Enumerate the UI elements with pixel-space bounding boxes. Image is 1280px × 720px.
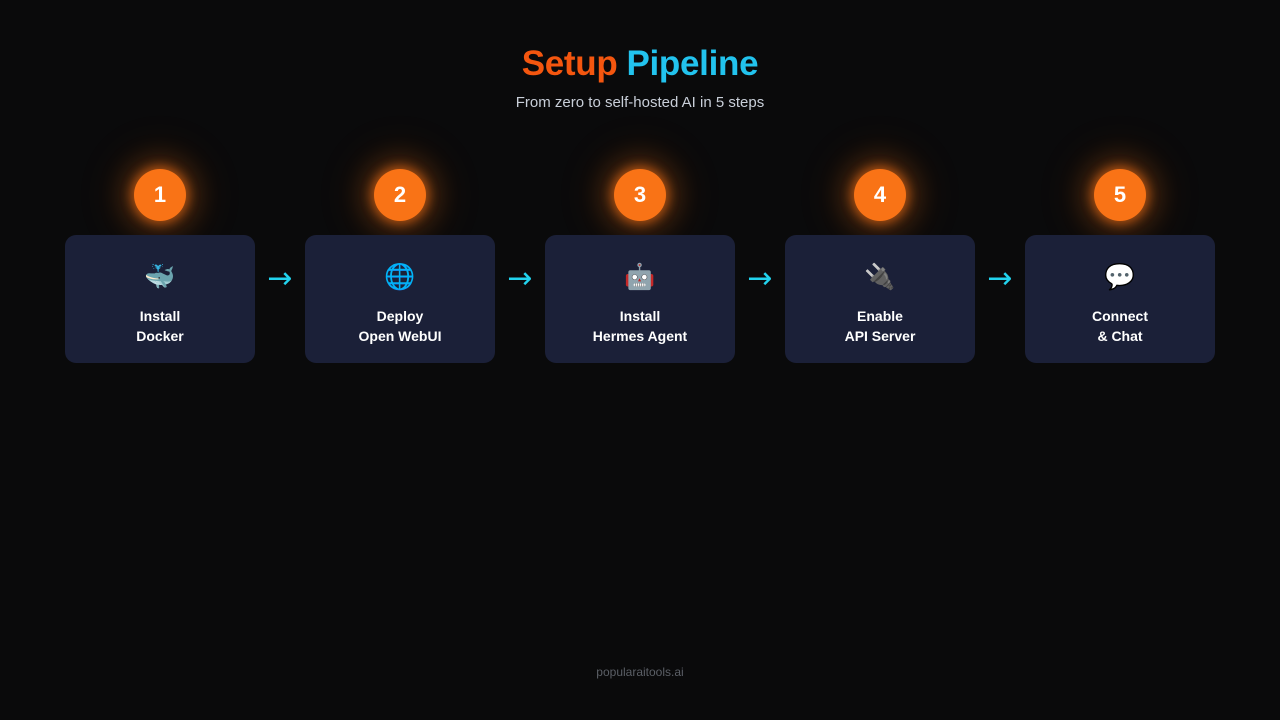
pipeline-step-5[interactable]: 5 💬 Connect & Chat [1025,169,1215,363]
footer-attribution: popularaitools.ai [596,665,684,679]
pipeline-arrow-1: → [267,261,293,296]
pipeline-step-4[interactable]: 4 🔌 Enable API Server [785,169,975,363]
step-badge-wrap-5: 5 [1025,169,1215,221]
step-number-badge-2: 2 [374,169,426,221]
whale-icon: 🐳 [144,262,176,291]
step-badge-wrap-1: 1 [65,169,255,221]
page-title-part-1: Setup [521,44,618,83]
plug-icon: 🔌 [864,262,896,291]
page-subtitle: From zero to self-hosted AI in 5 steps [515,94,765,111]
step-number-badge-1: 1 [134,169,186,221]
pipeline-step-1[interactable]: 1 🐳 Install Docker [65,169,255,363]
step-badge-wrap-2: 2 [305,169,495,221]
step-card-1[interactable]: 🐳 Install Docker [65,235,255,363]
step-card-label-1: Install Docker [136,308,184,344]
pipeline-steps: 1 🐳 Install Docker → 2 🌐 Deploy Open Web… [65,169,1215,363]
globe-icon: 🌐 [384,262,416,291]
pipeline-step-2[interactable]: 2 🌐 Deploy Open WebUI [305,169,495,363]
step-card-label-5: Connect & Chat [1092,308,1148,344]
step-number-badge-5: 5 [1094,169,1146,221]
robot-icon: 🤖 [624,262,656,291]
step-card-label-2: Deploy Open WebUI [358,308,442,344]
step-card-2[interactable]: 🌐 Deploy Open WebUI [305,235,495,363]
step-card-label-3: Install Hermes Agent [592,308,688,344]
step-badge-wrap-4: 4 [785,169,975,221]
step-card-5[interactable]: 💬 Connect & Chat [1025,235,1215,363]
step-card-4[interactable]: 🔌 Enable API Server [785,235,975,363]
pipeline-arrow-4: → [987,261,1013,296]
page-title-part-2: Pipeline [626,44,759,83]
pipeline-arrow-2: → [507,261,533,296]
step-number-badge-4: 4 [854,169,906,221]
step-card-label-4: Enable API Server [844,308,916,344]
speech-balloon-icon: 💬 [1104,262,1136,291]
pipeline-step-3[interactable]: 3 🤖 Install Hermes Agent [545,169,735,363]
step-number-badge-3: 3 [614,169,666,221]
step-badge-wrap-3: 3 [545,169,735,221]
pipeline-arrow-3: → [747,261,773,296]
step-card-3[interactable]: 🤖 Install Hermes Agent [545,235,735,363]
